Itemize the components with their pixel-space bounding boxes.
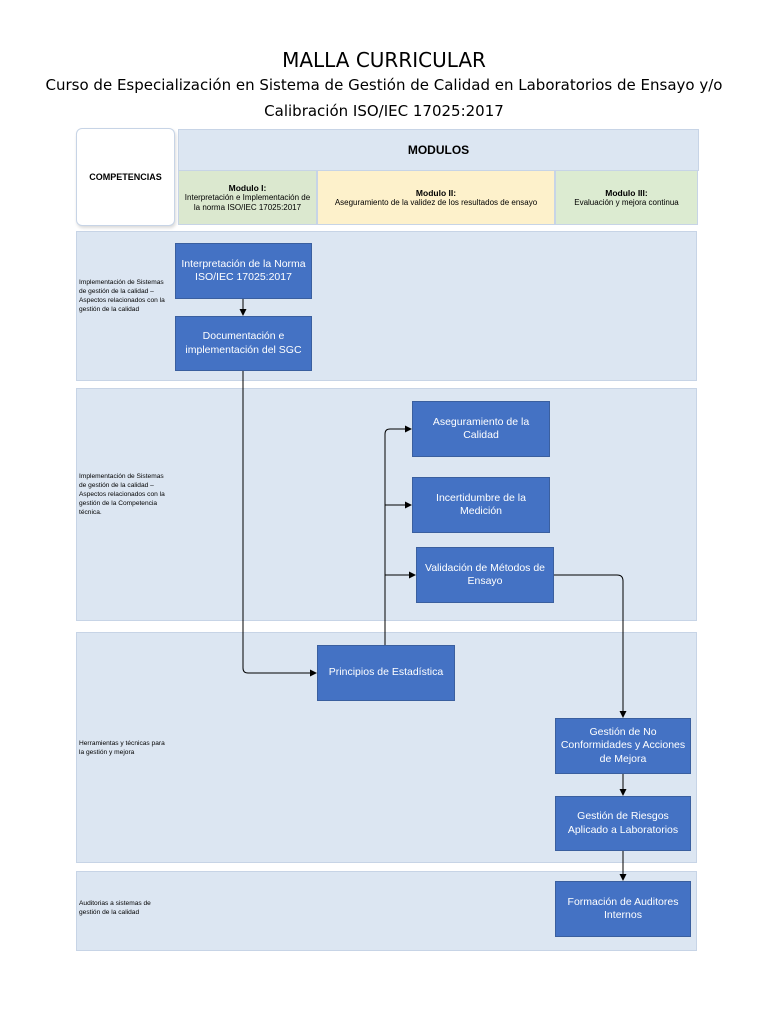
arrow-validacion-to-no-conformidades bbox=[554, 574, 627, 718]
node-interpretacion-norma: Interpretación de la Norma ISO/IEC 17025… bbox=[175, 243, 312, 299]
module-1-title: Modulo I: bbox=[228, 182, 267, 193]
node-formacion-auditores: Formación de Auditores Internos bbox=[555, 881, 691, 937]
node-documentacion-sgc: Documentación e implementación del SGC bbox=[175, 316, 312, 371]
lane-2-label: Implementación de Sistemas de gestión de… bbox=[79, 473, 165, 516]
module-2-title: Modulo II: bbox=[415, 187, 457, 198]
lane-3-label: Herramientas y técnicas para la gestión … bbox=[79, 740, 165, 756]
modulos-header: MODULOS bbox=[178, 129, 699, 171]
node-incertidumbre-medicion: Incertidumbre de la Medición bbox=[412, 477, 550, 533]
module-2-description: Aseguramiento de la validez de los resul… bbox=[334, 197, 538, 207]
lane-1-label: Implementación de Sistemas de gestión de… bbox=[79, 279, 165, 313]
page-subtitle-line-1: Curso de Especialización en Sistema de G… bbox=[45, 76, 723, 94]
page-subtitle-line-2: Calibración ISO/IEC 17025:2017 bbox=[264, 102, 504, 120]
module-3-title: Modulo III: bbox=[605, 187, 648, 198]
node-aseguramiento-calidad: Aseguramiento de la Calidad bbox=[412, 401, 550, 457]
arrow-documentacion-to-estadistica bbox=[242, 371, 317, 677]
node-principios-estadistica: Principios de Estadística bbox=[317, 645, 455, 701]
lane-4-label: Auditorias a sistemas de gestión de la c… bbox=[79, 900, 151, 916]
page-title: MALLA CURRICULAR bbox=[282, 48, 486, 72]
module-1-cell: Modulo I: Interpretación e Implementació… bbox=[178, 170, 317, 225]
module-3-description: Evaluación y mejora continua bbox=[574, 197, 679, 207]
competencias-header: COMPETENCIAS bbox=[76, 128, 175, 226]
node-no-conformidades: Gestión de No Conformidades y Acciones d… bbox=[555, 718, 691, 774]
module-2-cell: Modulo II: Aseguramiento de la validez d… bbox=[317, 170, 555, 225]
node-validacion-metodos: Validación de Métodos de Ensayo bbox=[416, 547, 554, 603]
arrow-estadistica-to-aseguramiento bbox=[384, 425, 412, 645]
module-1-description: Interpretación e Implementación de la no… bbox=[184, 193, 311, 212]
module-3-cell: Modulo III: Evaluación y mejora continua bbox=[555, 170, 698, 225]
node-gestion-riesgos: Gestión de Riesgos Aplicado a Laboratori… bbox=[555, 796, 691, 851]
